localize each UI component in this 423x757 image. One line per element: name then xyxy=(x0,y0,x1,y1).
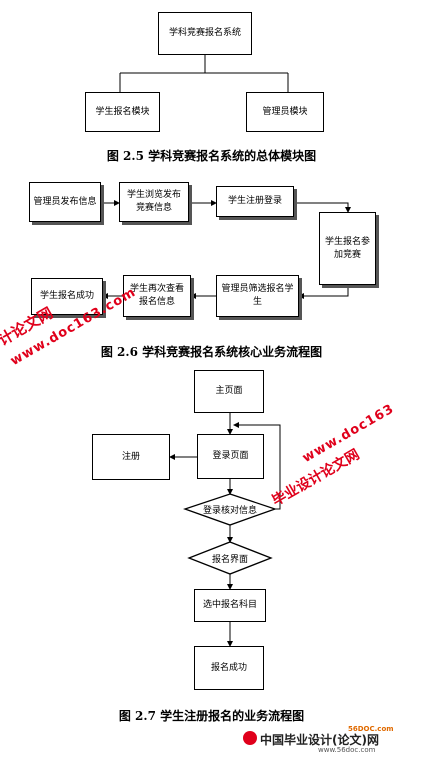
student-module-node: 学生报名模块 xyxy=(85,92,160,132)
student-signup-node: 学生报名参加竞赛 xyxy=(319,212,376,285)
footer-logo-text: 中国毕业设计(论文)网 xyxy=(260,733,379,747)
footer-logo-url: www.56doc.com xyxy=(318,746,376,754)
figure-2-5-caption: 图 2.5 学科竞赛报名系统的总体模块图 xyxy=(106,149,317,163)
signup-success-node: 学生报名成功 xyxy=(31,278,103,315)
admin-publish-node: 管理员发布信息 xyxy=(29,182,101,222)
root-system-node: 学科竞赛报名系统 xyxy=(158,12,252,55)
signup-page-decision: 报名界面 xyxy=(211,554,248,565)
register-node: 注册 xyxy=(92,434,170,480)
admin-filter-node: 管理员筛选报名学生 xyxy=(216,275,299,317)
admin-module-node: 管理员模块 xyxy=(246,92,324,132)
footer-logo-icon xyxy=(243,731,257,745)
signup-success-final-node: 报名成功 xyxy=(194,646,264,690)
footer-small-logo: 56DOC.com xyxy=(348,725,394,733)
home-page-node: 主页面 xyxy=(194,370,264,413)
figure-2-6-caption: 图 2.6 学科竞赛报名系统核心业务流程图 xyxy=(100,345,323,359)
student-review-node: 学生再次查看报名信息 xyxy=(123,275,191,317)
login-page-node: 登录页面 xyxy=(197,434,264,479)
student-register-node: 学生注册登录 xyxy=(216,186,294,217)
student-browse-node: 学生浏览发布竞赛信息 xyxy=(119,182,189,222)
verify-info-decision: 登录核对信息 xyxy=(202,505,257,516)
figure-2-7-caption: 图 2.7 学生注册报名的业务流程图 xyxy=(118,709,305,723)
select-subject-node: 选中报名科目 xyxy=(194,589,266,622)
